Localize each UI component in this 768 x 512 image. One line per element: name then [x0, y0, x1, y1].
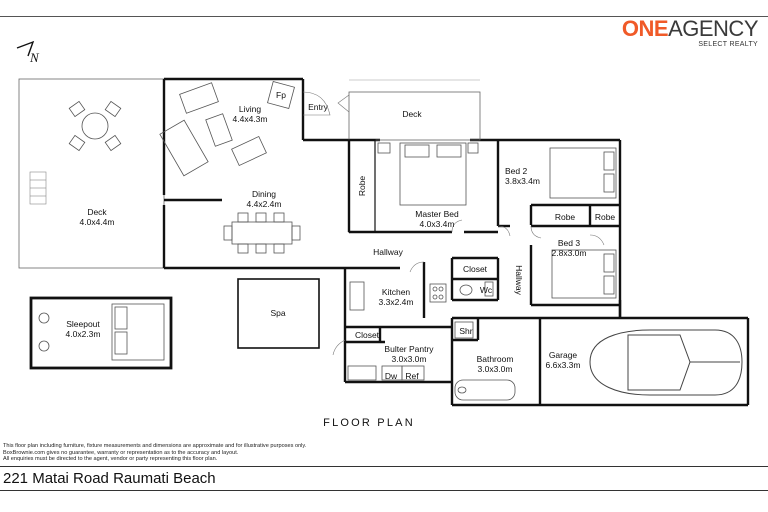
address-top-rule	[0, 466, 768, 467]
master-bed-icon	[377, 142, 479, 206]
deck-left-label: Deck	[87, 207, 107, 217]
brand-subtitle: SELECT REALTY	[698, 41, 758, 48]
bathroom-size: 3.0x3.0m	[478, 364, 513, 374]
fridge-label: Ref	[405, 371, 419, 381]
fireplace-label: Fp	[276, 90, 286, 100]
robe-b-label: Robe	[595, 212, 616, 222]
living-furniture-icon	[159, 81, 295, 177]
master-bed-label: Master Bed	[415, 209, 459, 219]
brand-name-agency: AGENCY	[668, 16, 758, 41]
deck-left-size: 4.0x4.4m	[80, 217, 115, 227]
master-bed-size: 4.0x3.4m	[420, 219, 455, 229]
toilet-icon	[459, 281, 494, 297]
room-labels: Living 4.4x4.3m Fp Entry Deck Deck 4.0x4…	[66, 90, 616, 381]
deck-left-area	[18, 78, 165, 269]
plan-title: FLOOR PLAN	[323, 417, 415, 429]
hallway-label: Hallway	[373, 247, 404, 257]
closet-pantry-label: Closet	[355, 330, 380, 340]
disclaimer: This floor plan including furniture, fix…	[3, 443, 473, 463]
kitchen-fixtures-icon	[349, 281, 447, 311]
bed2-label: Bed 2	[505, 166, 527, 176]
entry-label: Entry	[308, 102, 329, 112]
dishwasher-label: Dw	[385, 371, 398, 381]
disclaimer-line-1: This floor plan including furniture, fix…	[3, 443, 307, 449]
outdoor-table-icon	[68, 100, 122, 152]
sleepout-label: Sleepout	[66, 319, 100, 329]
brand-name: ONEAGENCY	[621, 16, 759, 41]
bed3-icon	[551, 249, 617, 299]
master-robe-label: Robe	[357, 176, 367, 197]
kitchen-label: Kitchen	[382, 287, 411, 297]
bed3-label: Bed 3	[558, 238, 580, 248]
bed2-icon	[549, 147, 617, 199]
garage-size: 6.6x3.3m	[546, 360, 581, 370]
wc-label: Wc	[480, 285, 493, 295]
robe-a-label: Robe	[555, 212, 576, 222]
address-bottom-rule	[0, 490, 768, 491]
north-compass-icon: N	[16, 40, 40, 65]
sleepout-area	[29, 296, 173, 370]
closet-hall-label: Closet	[463, 264, 488, 274]
spa-label: Spa	[270, 308, 285, 318]
living-label: Living	[239, 104, 261, 114]
deck-top-area	[348, 79, 481, 141]
pantry-fixtures-icon	[347, 365, 425, 381]
spa-outline	[237, 278, 320, 349]
master-robe-wall	[348, 139, 376, 233]
bed3-size: 2.8x3.0m	[552, 248, 587, 258]
entry-door-icon	[302, 91, 331, 116]
dining-table-icon	[223, 212, 301, 254]
disclaimer-line-3: All enquiries must be directed to the ag…	[3, 456, 218, 463]
door-swings	[332, 219, 605, 356]
property-address: 221 Matai Road Raumati Beach	[3, 470, 216, 487]
car-icon	[589, 329, 743, 396]
brand-logo: ONEAGENCY SELECT REALTY	[621, 16, 759, 49]
dining-size: 4.4x2.4m	[247, 199, 282, 209]
living-size: 4.4x4.3m	[233, 114, 268, 124]
dining-label: Dining	[252, 189, 276, 199]
hallway-vertical-label: Hallway	[514, 265, 524, 296]
sleepout-size: 4.0x2.3m	[66, 329, 101, 339]
bed2-size: 3.8x3.4m	[505, 176, 540, 186]
disclaimer-line-2: BoxBrownie.com gives no guarantee, warra…	[3, 449, 239, 456]
top-rule	[0, 16, 768, 17]
bathroom-fixtures-icon	[454, 321, 516, 401]
garage-label: Garage	[549, 350, 578, 360]
compass-letter: N	[29, 50, 40, 65]
brand-name-one: ONE	[621, 16, 669, 41]
entry-step-icon	[337, 94, 350, 113]
shower-label: Shr	[459, 326, 472, 336]
butler-pantry-size: 3.0x3.0m	[392, 354, 427, 364]
walls	[162, 77, 750, 407]
kitchen-size: 3.3x2.4m	[379, 297, 414, 307]
bathroom-label: Bathroom	[477, 354, 514, 364]
butler-pantry-label: Bulter Pantry	[384, 344, 434, 354]
deck-top-label: Deck	[402, 109, 422, 119]
